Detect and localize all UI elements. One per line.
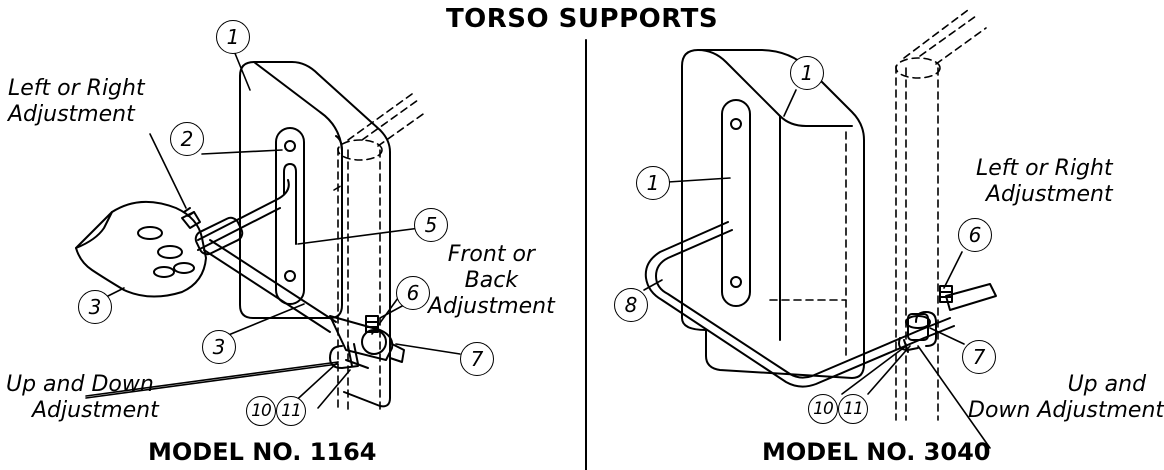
callout-8: 8 — [614, 288, 648, 322]
callout-7: 7 — [460, 342, 494, 376]
support-rod — [644, 221, 997, 388]
back-pad — [239, 61, 391, 408]
torso-pad — [75, 200, 207, 298]
front-or-back-adjustment-label: Front or Back Adjustment — [428, 242, 555, 320]
callout-5: 5 — [414, 208, 448, 242]
callout-1: 1 — [790, 56, 824, 90]
up-and-down-adjustment-label: Up and Down Adjustment — [6, 372, 159, 424]
callout-7: 7 — [962, 340, 996, 374]
label-line: Up and Down — [6, 372, 154, 397]
label-line: Left or Right — [976, 156, 1113, 181]
callout-1: 1 — [636, 166, 670, 200]
label-line: Adjustment — [985, 182, 1113, 207]
label-line: Front or — [447, 242, 535, 267]
callout-11: 11 — [838, 394, 868, 424]
label-line: Down Adjustment — [968, 398, 1164, 423]
right-leaders — [643, 89, 991, 449]
up-and-down-adjustment-label: Up and Down Adjustment — [968, 372, 1164, 424]
callout-2: 2 — [170, 122, 204, 156]
callout-11: 11 — [276, 396, 306, 426]
model-3040-caption: MODEL NO. 3040 — [762, 438, 991, 466]
label-line: Back — [464, 268, 519, 293]
label-line: Adjustment — [32, 398, 159, 423]
left-or-right-adjustment-label: Left or Right Adjustment — [976, 156, 1113, 208]
callout-6: 6 — [958, 218, 992, 252]
callout-10: 10 — [808, 394, 838, 424]
callout-3: 3 — [202, 330, 236, 364]
label-line: Adjustment — [428, 294, 555, 319]
upright-post — [333, 93, 427, 413]
label-line: Up and — [1067, 372, 1147, 397]
callout-6: 6 — [396, 276, 430, 310]
back-pad — [681, 49, 865, 379]
model-3040-drawing — [643, 9, 997, 449]
callout-10: 10 — [246, 396, 276, 426]
label-line: Adjustment — [8, 102, 135, 127]
model-1164-drawing — [75, 45, 461, 413]
label-line: Left or Right — [8, 76, 145, 101]
callout-1: 1 — [216, 20, 250, 54]
left-or-right-adjustment-label: Left or Right Adjustment — [8, 76, 145, 128]
support-rod — [194, 179, 405, 369]
callout-3: 3 — [78, 290, 112, 324]
page-title: TORSO SUPPORTS — [445, 4, 719, 34]
model-1164-caption: MODEL NO. 1164 — [148, 438, 377, 466]
mounting-plate — [721, 99, 751, 307]
mounting-plate — [275, 127, 305, 305]
